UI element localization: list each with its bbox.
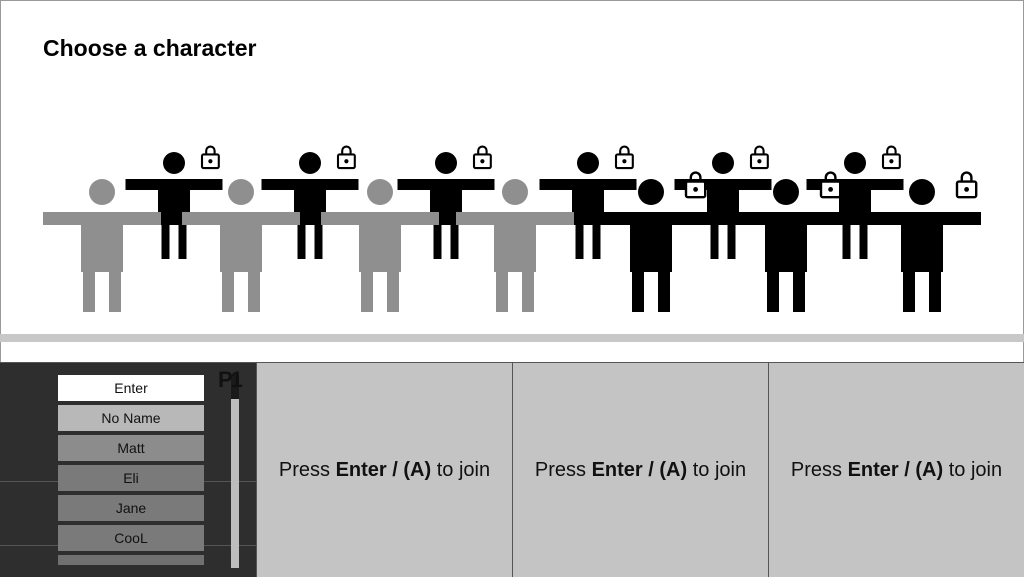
join-prompt: Press Enter / (A) to join <box>278 459 491 481</box>
character-back-4[interactable] <box>539 152 637 259</box>
scrollbar-thumb[interactable] <box>231 375 239 399</box>
character-front-4[interactable] <box>456 179 574 312</box>
character-back-1[interactable] <box>125 152 223 259</box>
name-option-matt[interactable]: Matt <box>58 435 204 461</box>
character-front-6[interactable] <box>727 179 845 312</box>
join-prompt: Press Enter / (A) to join <box>534 459 747 481</box>
stage-divider <box>0 334 1024 342</box>
character-front-1[interactable] <box>43 179 161 312</box>
padlock-icon <box>336 145 356 170</box>
join-prompt: Press Enter / (A) to join <box>790 459 1003 481</box>
character-front-2[interactable] <box>182 179 300 312</box>
character-roster <box>43 145 981 312</box>
padlock-icon <box>684 171 707 199</box>
name-option-cool[interactable]: CooL <box>58 525 204 551</box>
character-back-2[interactable] <box>261 152 359 259</box>
name-option-no-name[interactable]: No Name <box>58 405 204 431</box>
page-title: Choose a character <box>43 35 257 61</box>
padlock-icon <box>472 145 492 170</box>
player-slot-4[interactable]: Press Enter / (A) to join <box>768 363 1024 577</box>
name-option-eli[interactable]: Eli <box>58 465 204 491</box>
padlock-icon <box>614 145 634 170</box>
character-front-3[interactable] <box>321 179 439 312</box>
player-slot-2[interactable]: Press Enter / (A) to join <box>256 363 512 577</box>
padlock-icon <box>749 145 769 170</box>
name-option-enter[interactable]: Enter <box>58 375 204 401</box>
padlock-icon <box>955 171 978 199</box>
name-option-jane[interactable]: Jane <box>58 495 204 521</box>
character-back-5[interactable] <box>674 152 772 259</box>
name-option-overflow[interactable] <box>58 555 204 565</box>
player-tag: P1 <box>218 367 243 392</box>
character-front-7[interactable] <box>863 179 981 312</box>
name-scrollbar[interactable] <box>231 375 239 568</box>
character-front-5[interactable] <box>592 179 710 312</box>
padlock-icon <box>881 145 901 170</box>
character-stage <box>43 145 981 312</box>
padlock-icon <box>200 145 220 170</box>
player-slot-3[interactable]: Press Enter / (A) to join <box>512 363 768 577</box>
padlock-icon <box>819 171 842 199</box>
